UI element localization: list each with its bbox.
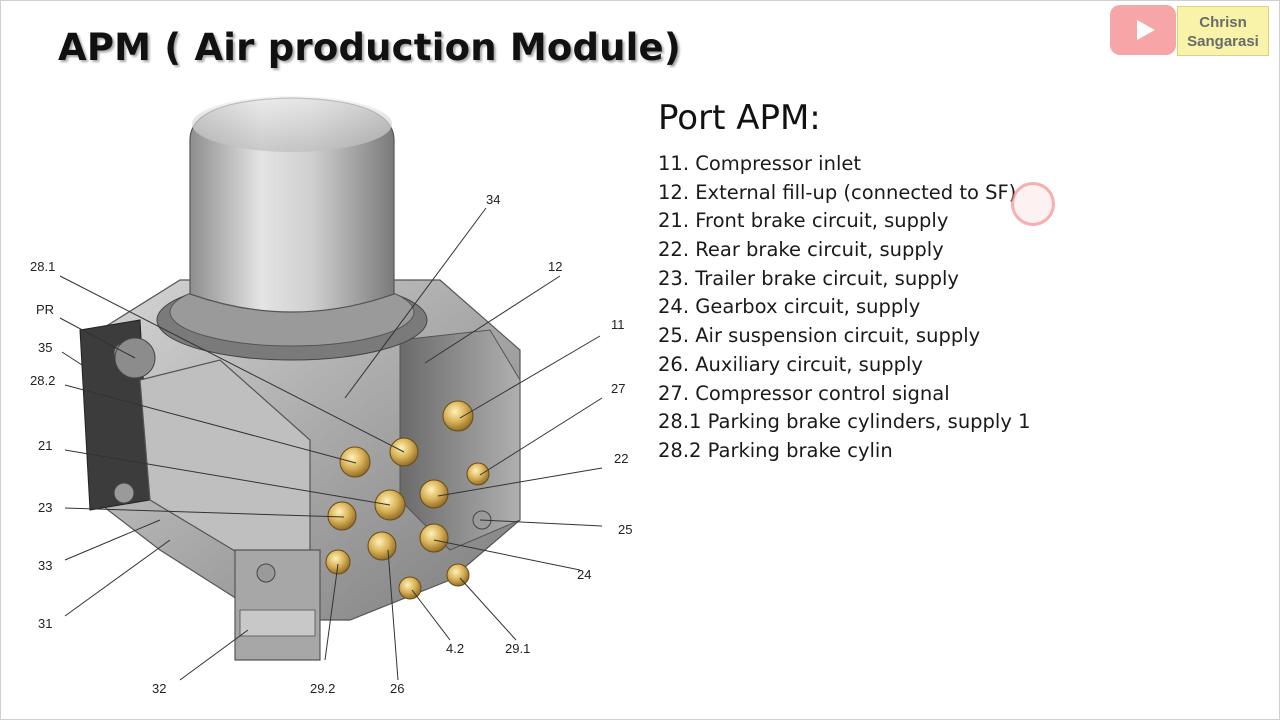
callout-35: 35: [38, 340, 52, 355]
callout-26: 26: [390, 681, 404, 696]
callout-28-1: 28.1: [30, 259, 55, 274]
apm-housing: [79, 279, 521, 661]
callout-34: 34: [486, 192, 500, 207]
callout-29-1: 29.1: [505, 641, 530, 656]
slide-title: APM ( Air production Module): [58, 26, 681, 69]
leader-lines: [59, 207, 603, 681]
port-item-21: 21. Front brake circuit, supply: [658, 209, 949, 233]
dryer-cartridge: [156, 96, 428, 361]
port-item-28-1: 28.1 Parking brake cylinders, supply 1: [658, 410, 1031, 434]
callout-31: 31: [38, 616, 52, 631]
callout-25: 25: [618, 522, 632, 537]
port-item-11: 11. Compressor inlet: [658, 152, 862, 175]
callout-11: 11: [611, 317, 625, 332]
callout-32: 32: [152, 681, 166, 696]
brass-fittings: [325, 400, 490, 600]
callout-22: 22: [614, 451, 628, 466]
port-item-22: 22. Rear brake circuit, supply: [658, 238, 944, 262]
callout-24: 24: [577, 567, 591, 582]
port-item-12: 12. External fill-up (connected to SF): [658, 180, 1017, 204]
callout-29-2: 29.2: [310, 681, 335, 696]
port-apm-heading: Port APM:: [658, 98, 821, 138]
callout-labels: 34 12 11 27 22 25 24 29.1 4.2 26 29.2 32…: [30, 192, 632, 696]
port-list: 11. Compressor inlet 12. External fill-u…: [658, 150, 1031, 466]
callout-33: 33: [38, 558, 52, 573]
channel-name-line2: Sangarasi: [1187, 33, 1259, 50]
pointer-cursor-indicator: [1011, 182, 1055, 226]
port-item-24: 24. Gearbox circuit, supply: [658, 295, 921, 319]
callout-28-2: 28.2: [30, 373, 55, 388]
callout-21: 21: [38, 438, 52, 453]
callout-27: 27: [611, 381, 625, 396]
youtube-play-icon[interactable]: [1110, 5, 1176, 55]
callout-12: 12: [548, 259, 562, 274]
port-item-28-2: 28.2 Parking brake cylin: [658, 438, 893, 462]
port-item-23: 23. Trailer brake circuit, supply: [658, 266, 959, 290]
callout-4-2: 4.2: [446, 641, 464, 656]
callout-pr: PR: [36, 302, 54, 317]
port-item-25: 25. Air suspension circuit, supply: [658, 324, 981, 348]
apm-diagram: 34 12 11 27 22 25 24 29.1 4.2 26 29.2 32…: [30, 96, 632, 696]
channel-name-line1: Chrisn: [1199, 14, 1247, 31]
callout-23: 23: [38, 500, 52, 515]
channel-badge[interactable]: Chrisn Sangarasi: [1177, 6, 1269, 56]
port-item-27: 27. Compressor control signal: [658, 381, 950, 405]
port-item-26: 26. Auxiliary circuit, supply: [658, 352, 923, 376]
